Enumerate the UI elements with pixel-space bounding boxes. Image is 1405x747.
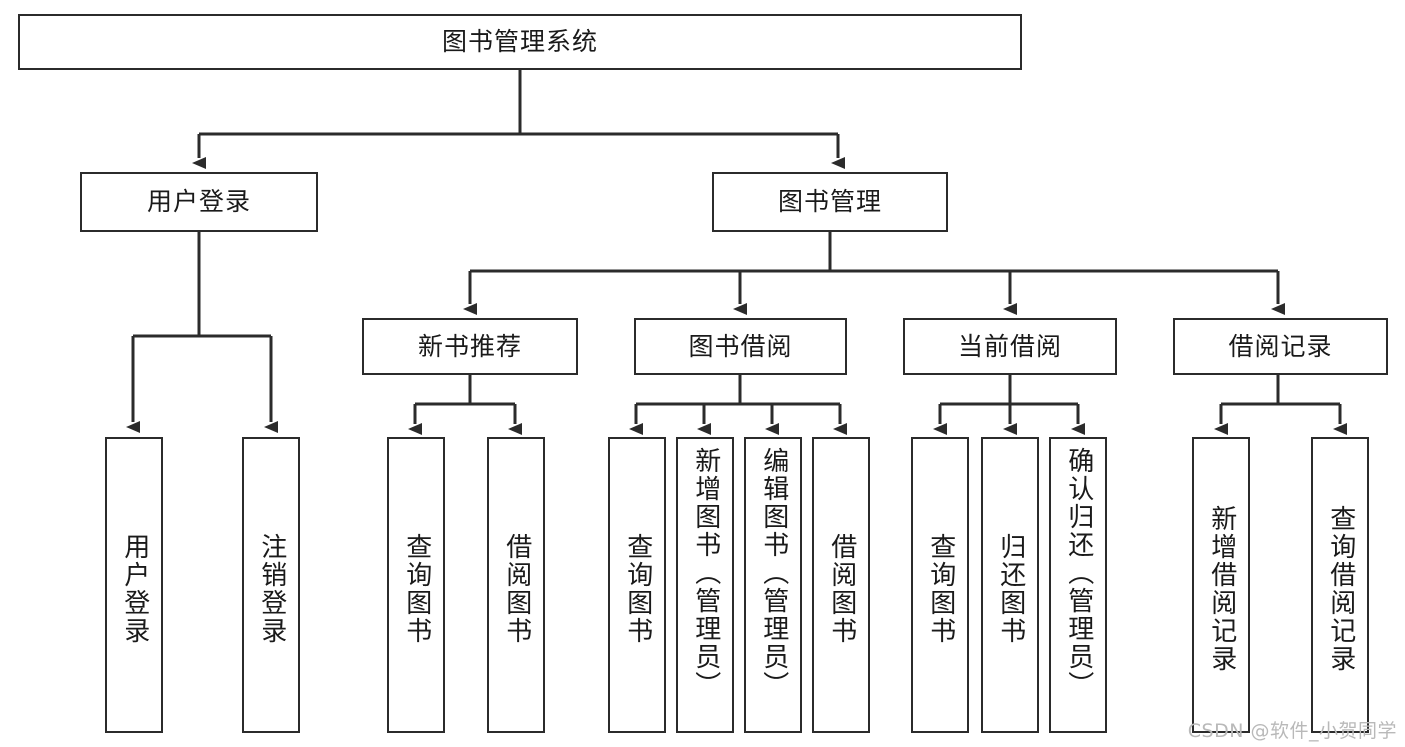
leaf-book-borrow-query[interactable]: 查询图书 — [608, 437, 666, 733]
leaf-label: 确认归还（管理员） — [1063, 447, 1094, 699]
leaf-book-borrow-borrow[interactable]: 借阅图书 — [812, 437, 870, 733]
leaf-book-borrow-add[interactable]: 新增图书（管理员） — [676, 437, 734, 733]
leaf-label: 归还图书 — [995, 533, 1026, 645]
leaf-new-book-borrow[interactable]: 借阅图书 — [487, 437, 545, 733]
node-book-borrow[interactable]: 图书借阅 — [634, 318, 847, 375]
leaf-label: 查询借阅记录 — [1325, 505, 1356, 673]
leaf-label: 借阅图书 — [826, 533, 857, 645]
leaf-current-borrow-confirm[interactable]: 确认归还（管理员） — [1049, 437, 1107, 733]
node-label: 借阅记录 — [1228, 331, 1333, 361]
leaf-user-login-login[interactable]: 用户登录 — [105, 437, 163, 733]
leaf-label: 新增图书（管理员） — [690, 447, 721, 699]
leaf-label: 用户登录 — [119, 533, 150, 645]
leaf-book-borrow-edit[interactable]: 编辑图书（管理员） — [744, 437, 802, 733]
node-user-login[interactable]: 用户登录 — [80, 172, 318, 232]
node-label: 用户登录 — [146, 187, 251, 217]
node-label: 图书借阅 — [688, 331, 793, 361]
node-root-system[interactable]: 图书管理系统 — [18, 14, 1022, 70]
leaf-label: 查询图书 — [925, 533, 956, 645]
leaf-current-borrow-return[interactable]: 归还图书 — [981, 437, 1039, 733]
node-current-borrow[interactable]: 当前借阅 — [903, 318, 1117, 375]
node-book-management[interactable]: 图书管理 — [712, 172, 948, 232]
node-new-book-recommend[interactable]: 新书推荐 — [362, 318, 578, 375]
leaf-label: 查询图书 — [401, 533, 432, 645]
leaf-label: 借阅图书 — [501, 533, 532, 645]
leaf-borrow-record-add[interactable]: 新增借阅记录 — [1192, 437, 1250, 733]
leaf-user-login-logout[interactable]: 注销登录 — [242, 437, 300, 733]
leaf-current-borrow-query[interactable]: 查询图书 — [911, 437, 969, 733]
leaf-borrow-record-query[interactable]: 查询借阅记录 — [1311, 437, 1369, 733]
node-label: 图书管理系统 — [441, 27, 598, 57]
node-label: 新书推荐 — [417, 331, 522, 361]
leaf-new-book-query[interactable]: 查询图书 — [387, 437, 445, 733]
watermark-text: CSDN @软件_小贺同学 — [1187, 720, 1397, 742]
node-label: 当前借阅 — [957, 331, 1062, 361]
leaf-label: 新增借阅记录 — [1206, 505, 1237, 673]
leaf-label: 查询图书 — [622, 533, 653, 645]
node-borrow-record[interactable]: 借阅记录 — [1173, 318, 1388, 375]
node-label: 图书管理 — [777, 187, 882, 217]
leaf-label: 注销登录 — [256, 533, 287, 645]
leaf-label: 编辑图书（管理员） — [758, 447, 789, 699]
